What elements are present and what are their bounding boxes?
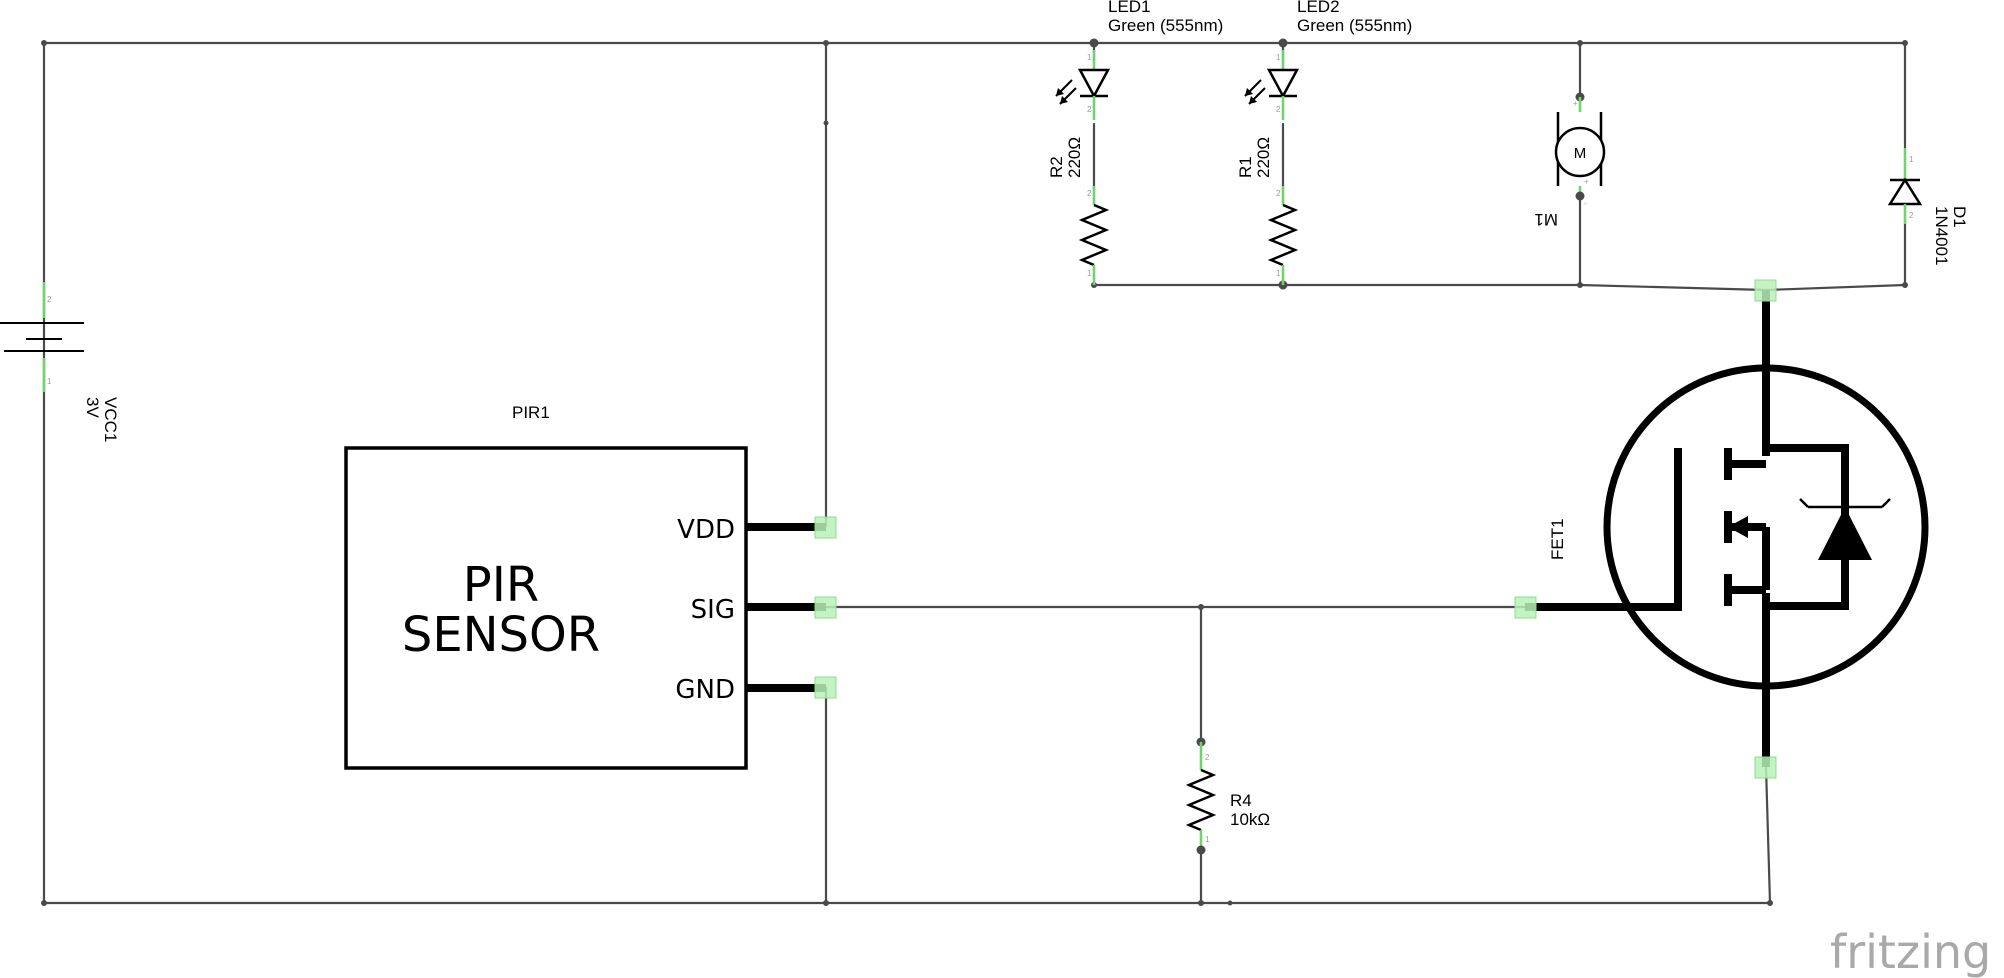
pin-number: 2 — [1205, 753, 1210, 762]
pir1-ref-label: PIR1 — [512, 403, 550, 422]
light-emission-arrows-icon — [1244, 79, 1266, 105]
r1-value-label: 220Ω — [1254, 137, 1273, 178]
pin-number: 1 — [1205, 835, 1210, 844]
pin-sig-label: SIG — [691, 595, 735, 625]
fet1-ref-label: FET1 — [1548, 518, 1567, 560]
resistor-r1[interactable]: R1 220Ω 2 1 — [1236, 137, 1299, 285]
pin-number: 1 — [1909, 155, 1914, 164]
r2-ref-label: R2 — [1047, 156, 1066, 178]
d1-value-label: 1N4001 — [1932, 206, 1951, 266]
r1-ref-label: R1 — [1236, 156, 1255, 178]
r4-ref-label: R4 — [1230, 791, 1252, 810]
pin-number: 1 — [1276, 269, 1281, 278]
pin-number: 2 — [1909, 211, 1914, 220]
led2[interactable]: LED2 Green (555nm) 1 2 — [1244, 0, 1412, 120]
led1-ref-label: LED1 — [1108, 0, 1151, 16]
pin-gnd-label: GND — [675, 675, 735, 705]
pir-gnd-connector[interactable] — [814, 676, 837, 699]
led1-value-label: Green (555nm) — [1108, 16, 1223, 35]
vcc1-value-label: 3V — [83, 397, 102, 418]
pir-vdd-connector[interactable] — [814, 516, 837, 539]
junction-dots — [41, 38, 1908, 906]
led1[interactable]: LED1 Green (555nm) 1 2 — [1055, 0, 1223, 120]
pin-number: 2 — [1276, 189, 1281, 198]
led2-ref-label: LED2 — [1297, 0, 1340, 16]
pin-number: 2 — [1087, 189, 1092, 198]
pin-number: 1 — [1087, 53, 1092, 62]
wires — [42, 41, 1907, 905]
diode-d1[interactable]: 1 2 D1 1N4001 — [1887, 148, 1969, 266]
vcc1-ref-label: VCC1 — [101, 397, 120, 442]
pin-number: 1 — [1276, 53, 1281, 62]
m1-ref-label: M1 — [1534, 210, 1558, 229]
battery-vcc1[interactable]: 2 1 VCC1 3V — [0, 282, 120, 442]
pin-number: 2 — [1276, 105, 1281, 114]
mosfet-fet1[interactable]: FET1 — [1514, 279, 1929, 779]
pin-number: 1 — [47, 377, 52, 386]
pir-sensor[interactable]: PIR1 PIR SENSOR VDD SIG GND — [344, 403, 837, 770]
d1-ref-label: D1 — [1950, 206, 1969, 228]
pin-number: 2 — [1087, 105, 1092, 114]
pir-title-line2: SENSOR — [402, 607, 600, 663]
motor-symbol-label: M — [1574, 145, 1587, 162]
fet-source-connector[interactable] — [1754, 756, 1777, 779]
pin-vdd-label: VDD — [677, 515, 735, 545]
pin-number: 1 — [1087, 269, 1092, 278]
led2-value-label: Green (555nm) — [1297, 16, 1412, 35]
fet-drain-connector[interactable] — [1754, 279, 1777, 302]
pin-number: - — [1584, 199, 1587, 208]
r2-value-label: 220Ω — [1065, 137, 1084, 178]
pir-sig-connector[interactable] — [814, 596, 837, 619]
light-emission-arrows-icon — [1055, 79, 1077, 105]
pir-title-line1: PIR — [463, 557, 539, 613]
pin-number: + — [1584, 177, 1589, 186]
fet-gate-connector[interactable] — [1514, 596, 1537, 619]
pin-number: + — [1573, 99, 1578, 108]
resistor-r4[interactable]: 2 1 R4 10kΩ — [1185, 737, 1270, 855]
fritzing-logo: fritzing — [1830, 925, 1991, 978]
motor-m1[interactable]: + M + - M1 — [1534, 92, 1606, 230]
r4-value-label: 10kΩ — [1230, 810, 1270, 829]
resistor-r2[interactable]: R2 220Ω 2 1 — [1047, 137, 1110, 285]
pin-number: 2 — [47, 295, 52, 304]
